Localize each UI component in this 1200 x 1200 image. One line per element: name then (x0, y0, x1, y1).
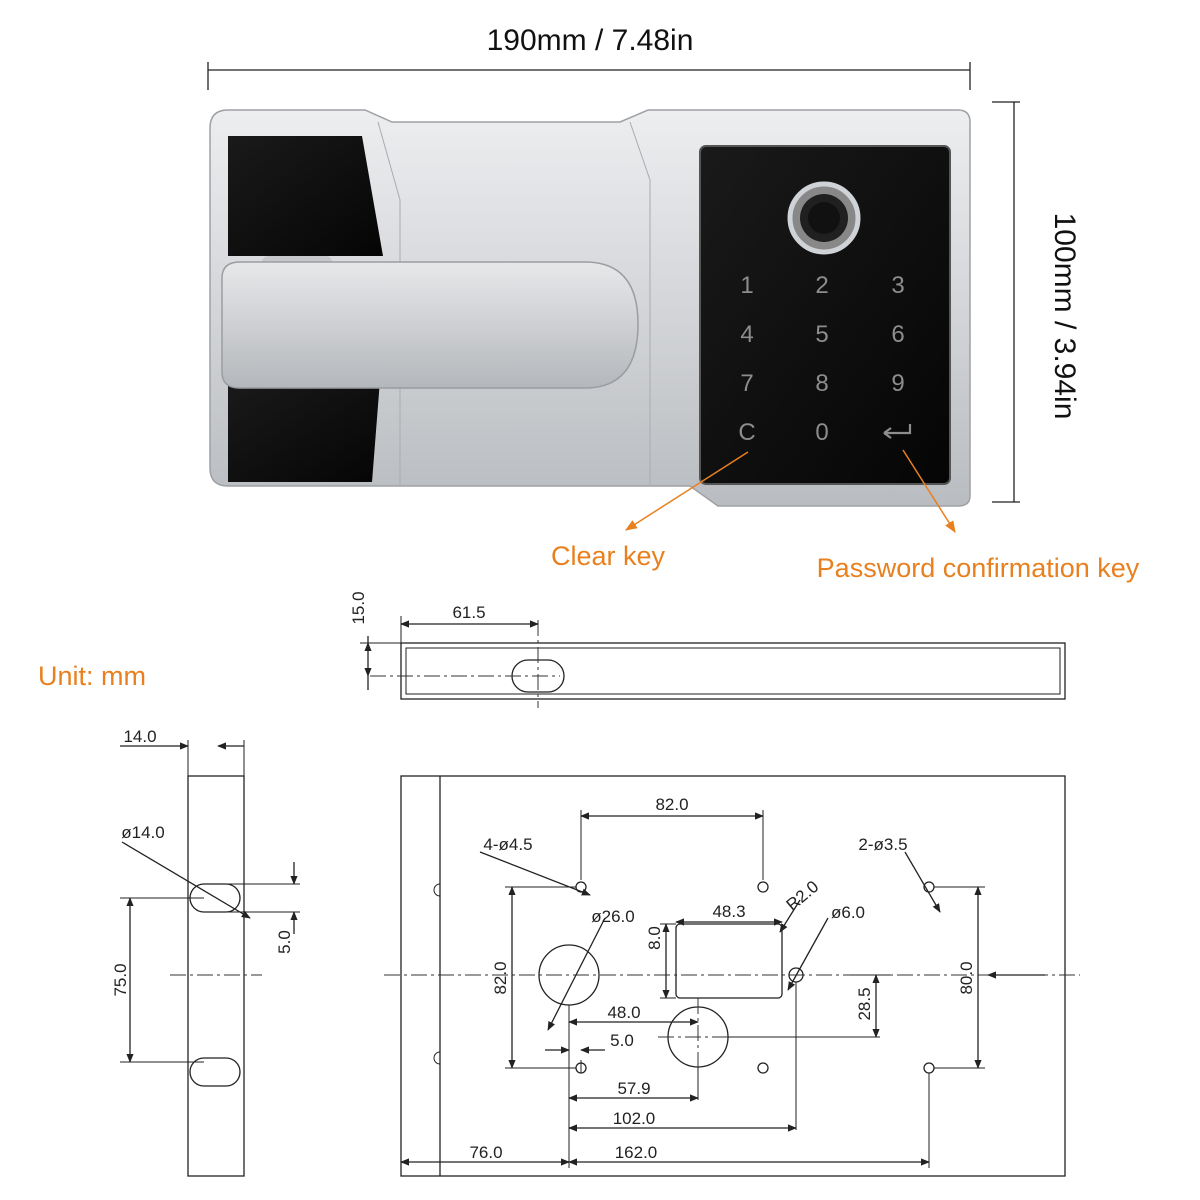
dim-phi-6: ø6.0 (831, 903, 865, 922)
dim-2-phi-3-5: 2-ø3.5 (858, 835, 907, 854)
password-key-pointer (902, 449, 956, 534)
keypad-key[interactable]: 8 (815, 370, 828, 397)
dim-15: 15.0 (349, 591, 368, 624)
dim-4-phi-4-5: 4-ø4.5 (483, 835, 532, 854)
clear-key-pointer (624, 451, 749, 531)
clear-key-label: Clear key (551, 541, 666, 571)
dim-48-3: 48.3 (712, 902, 745, 921)
top-view-drawing (360, 616, 1066, 708)
side-view-drawing (120, 740, 300, 1177)
dim-75: 75.0 (111, 963, 130, 996)
width-dimension-line (207, 62, 971, 90)
height-dimension-label: 100mm / 3.94in (1048, 213, 1081, 420)
dim-162: 162.0 (615, 1143, 658, 1162)
password-key-label: Password confirmation key (817, 553, 1140, 583)
dim-61-5: 61.5 (452, 603, 485, 622)
unit-label: Unit: mm (38, 661, 146, 691)
dim-phi-14: ø14.0 (121, 823, 164, 842)
dim-14: 14.0 (123, 727, 156, 746)
width-dimension-label: 190mm / 7.48in (487, 24, 694, 57)
clear-key[interactable]: C (738, 419, 755, 446)
dim-28-5: 28.5 (855, 987, 874, 1020)
height-dimension-line (992, 101, 1020, 503)
keypad-key[interactable]: 6 (891, 321, 904, 348)
keypad-key[interactable]: 3 (891, 272, 904, 299)
keypad-key[interactable]: 5 (815, 321, 828, 348)
keypad-key[interactable]: 9 (891, 370, 904, 397)
keypad-key[interactable]: 1 (740, 272, 753, 299)
keypad-panel (699, 145, 951, 485)
keypad-key[interactable]: 2 (815, 272, 828, 299)
dim-82-height: 82.0 (491, 961, 510, 994)
return-arrow-icon[interactable] (883, 424, 912, 439)
dim-82-width: 82.0 (655, 795, 688, 814)
dim-5-front: 5.0 (610, 1031, 634, 1050)
dim-phi-26: ø26.0 (591, 907, 634, 926)
lock-handle (221, 256, 639, 389)
dim-48: 48.0 (607, 1003, 640, 1022)
dim-57-9: 57.9 (617, 1079, 650, 1098)
front-view-drawing (384, 775, 1080, 1177)
dim-102: 102.0 (613, 1109, 656, 1128)
dim-r2: R2.0 (783, 877, 823, 915)
dim-80: 80.0 (957, 961, 976, 994)
dim-5-side: 5.0 (275, 930, 294, 954)
keypad-key[interactable]: 0 (815, 419, 828, 446)
keypad-key[interactable]: 4 (740, 321, 753, 348)
dim-76: 76.0 (469, 1143, 502, 1162)
keypad-key[interactable]: 7 (740, 370, 753, 397)
keypad-keys: 1 2 3 4 5 6 7 8 9 C 0 (738, 272, 912, 446)
dim-8: 8.0 (645, 926, 664, 950)
